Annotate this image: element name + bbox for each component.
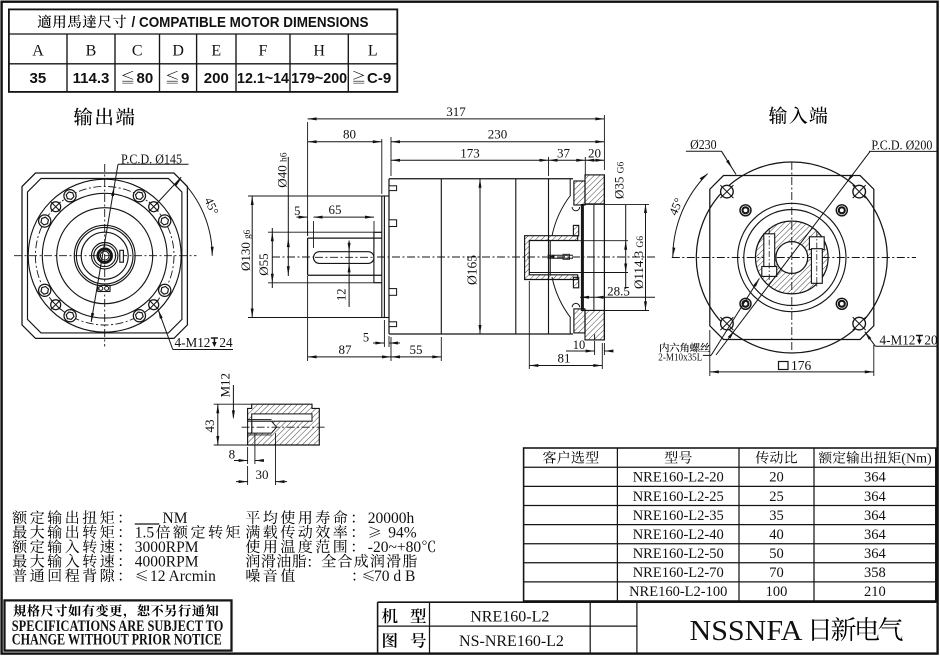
svg-text:45°: 45°: [201, 195, 221, 217]
svg-text:12 Arcmin: 12 Arcmin: [150, 568, 216, 585]
svg-text:20: 20: [588, 145, 601, 160]
svg-text:87: 87: [339, 342, 353, 357]
svg-text:M12: M12: [218, 373, 233, 398]
svg-text:20: 20: [924, 333, 938, 348]
svg-text:65: 65: [329, 202, 342, 217]
svg-text:210: 210: [864, 584, 886, 600]
svg-text:55: 55: [410, 342, 423, 357]
svg-text:179~200: 179~200: [291, 70, 347, 87]
svg-text:43: 43: [202, 420, 217, 433]
svg-text:P.C.D. Ø200: P.C.D. Ø200: [871, 137, 932, 152]
svg-text:20: 20: [769, 470, 784, 486]
svg-text:NM: NM: [163, 510, 188, 527]
svg-text:NRE160-L2-20: NRE160-L2-20: [633, 470, 724, 486]
svg-text:Ø230: Ø230: [690, 137, 717, 152]
svg-text:P.C.D. Ø145: P.C.D. Ø145: [121, 151, 182, 166]
svg-text:NRE160-L2-25: NRE160-L2-25: [633, 489, 724, 505]
svg-text:50: 50: [769, 546, 784, 562]
svg-text:200: 200: [204, 70, 229, 87]
svg-text:C: C: [132, 43, 143, 60]
svg-text:8: 8: [229, 447, 236, 462]
svg-text:10: 10: [573, 338, 586, 352]
svg-text:NRE160-L2-50: NRE160-L2-50: [633, 546, 724, 562]
svg-text:5: 5: [294, 204, 300, 218]
svg-text:5: 5: [363, 331, 369, 345]
svg-text:30: 30: [256, 467, 269, 482]
svg-text:NRE160-L2-40: NRE160-L2-40: [633, 527, 724, 543]
svg-text:81: 81: [558, 351, 571, 366]
svg-text:114.3: 114.3: [73, 70, 110, 87]
svg-text:364: 364: [864, 508, 887, 524]
svg-text:230: 230: [488, 127, 508, 142]
svg-text:NRE160-L2-35: NRE160-L2-35: [633, 508, 724, 524]
svg-text:173: 173: [460, 145, 480, 160]
svg-text:80: 80: [343, 127, 356, 142]
svg-text:F: F: [259, 43, 268, 60]
svg-text:45°: 45°: [666, 196, 686, 218]
svg-text:12: 12: [335, 289, 349, 302]
svg-text:4-M12: 4-M12: [880, 333, 916, 348]
svg-text:20000h: 20000h: [368, 510, 415, 527]
svg-text:25: 25: [769, 489, 784, 505]
svg-text:SPECIFICATIONS ARE SUBJECT TO: SPECIFICATIONS ARE SUBJECT TO: [12, 618, 224, 635]
svg-text:NSSNFA: NSSNFA: [690, 616, 803, 647]
svg-text:317: 317: [446, 104, 466, 119]
svg-text:(Nm): (Nm): [901, 452, 932, 467]
svg-text:2-M10x35L: 2-M10x35L: [658, 352, 702, 364]
svg-text:3000RPM: 3000RPM: [135, 539, 199, 556]
svg-text:4-M12: 4-M12: [175, 335, 211, 350]
svg-text:364: 364: [864, 470, 887, 486]
svg-text:4000RPM: 4000RPM: [135, 554, 199, 571]
svg-text:100: 100: [766, 584, 788, 600]
svg-text:364: 364: [864, 546, 887, 562]
svg-text:80: 80: [137, 70, 154, 87]
svg-text:Ø114.3 G6: Ø114.3 G6: [631, 236, 646, 289]
svg-text:24: 24: [219, 335, 233, 350]
svg-text:176: 176: [791, 358, 812, 373]
svg-text:1.5: 1.5: [135, 525, 155, 542]
svg-text:70: 70: [769, 565, 784, 581]
svg-text:Ø55: Ø55: [256, 253, 271, 275]
svg-text:H: H: [313, 43, 325, 60]
svg-text:NRE160-L2-100: NRE160-L2-100: [629, 584, 727, 600]
svg-text:/ COMPATIBLE MOTOR DIMENSIONS: / COMPATIBLE MOTOR DIMENSIONS: [132, 15, 369, 31]
svg-text:CHANGE WITHOUT PRIOR NOTICE: CHANGE WITHOUT PRIOR NOTICE: [12, 632, 222, 649]
svg-text:358: 358: [864, 565, 886, 581]
svg-text:37: 37: [557, 145, 571, 160]
svg-text:-20~+80: -20~+80: [368, 539, 422, 556]
svg-text:E: E: [211, 43, 221, 60]
svg-text:70 d B: 70 d B: [374, 568, 415, 585]
svg-text:12.1~14: 12.1~14: [237, 70, 290, 87]
svg-text:9: 9: [181, 70, 189, 87]
svg-text:40: 40: [769, 527, 784, 543]
svg-text:L: L: [368, 43, 378, 60]
svg-text:94%: 94%: [388, 525, 417, 542]
svg-text:35: 35: [769, 508, 784, 524]
svg-text:B: B: [86, 43, 97, 60]
svg-text:28.5: 28.5: [607, 283, 630, 298]
svg-text:NRE160-L2: NRE160-L2: [470, 609, 549, 626]
svg-text:364: 364: [864, 489, 887, 505]
svg-text:NRE160-L2-70: NRE160-L2-70: [633, 565, 724, 581]
svg-text:C-9: C-9: [367, 70, 391, 87]
svg-text:35: 35: [30, 70, 47, 87]
svg-text:NS-NRE160-L2: NS-NRE160-L2: [459, 633, 564, 650]
svg-text:364: 364: [864, 527, 887, 543]
svg-text:Ø165: Ø165: [465, 255, 480, 285]
svg-text:Ø130 g6: Ø130 g6: [238, 229, 253, 271]
svg-text:D: D: [172, 43, 184, 60]
svg-text:A: A: [32, 43, 44, 60]
